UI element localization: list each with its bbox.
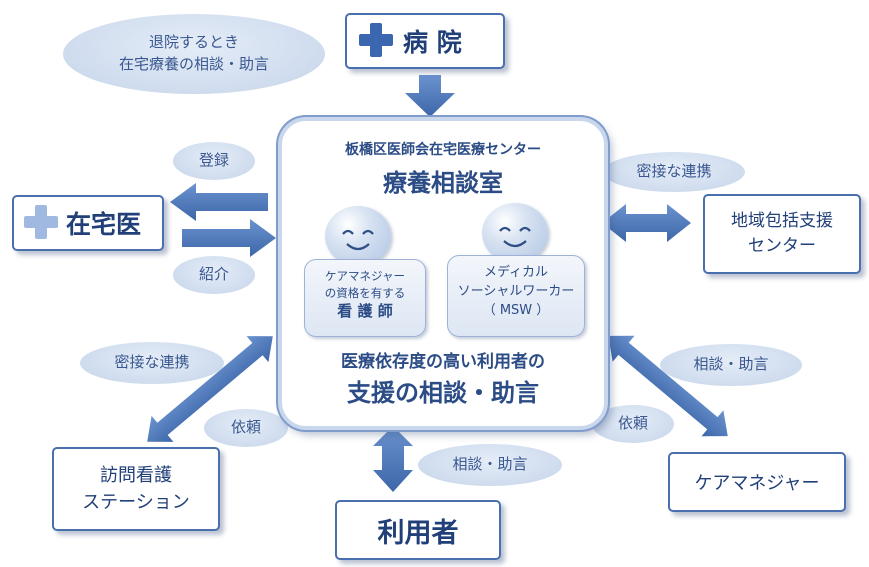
- riyousha-box: 利用者: [335, 500, 501, 560]
- mitsusetsu-right-label: 密接な連携: [636, 162, 712, 181]
- discharge-oval: 退院するとき 在宅療養の相談・助言: [63, 14, 325, 94]
- mitsusetsu-left-oval: 密接な連携: [80, 342, 224, 384]
- mitsusetsu-left-label: 密接な連携: [114, 353, 190, 372]
- zaitakui-label: 在宅医: [66, 210, 142, 239]
- hospital-box: 病 院: [345, 13, 505, 69]
- touroku-label: 登録: [198, 151, 229, 170]
- riyousha-label: 利用者: [377, 517, 459, 549]
- center-name: 療養相談室: [383, 169, 503, 197]
- center-tagline2: 支援の相談・助言: [347, 379, 539, 407]
- nurse-card-line2: の資格を有する: [324, 285, 406, 300]
- shoukai-arrow: [182, 219, 276, 257]
- soudan-bottom-oval: 相談・助言: [418, 444, 562, 486]
- houmon-box: 訪問看護 ステーション: [52, 447, 220, 531]
- chiiki-line2: センター: [748, 236, 816, 256]
- chiiki-box: 地域包括支援 センター: [703, 194, 861, 274]
- caremanager-label: ケアマネジャー: [694, 473, 820, 494]
- irai-right-label: 依頼: [617, 414, 648, 433]
- irai-left-oval: 依頼: [204, 409, 288, 447]
- mitsusetsu-right-oval: 密接な連携: [603, 152, 745, 192]
- chiiki-line1: 地域包括支援: [731, 210, 833, 231]
- msw-card-line2: ソーシャルワーカー: [457, 283, 575, 299]
- houmon-line1: 訪問看護: [100, 465, 172, 486]
- irai-left-label: 依頼: [230, 418, 261, 437]
- caremanager-box: ケアマネジャー: [668, 452, 846, 512]
- riyousha-arrow: [373, 426, 413, 492]
- msw-card-line1: メディカル: [483, 265, 549, 280]
- nurse-face-icon: [325, 206, 391, 266]
- nurse-card-line3: 看 護 師: [337, 302, 393, 321]
- soudan-right-oval: 相談・助言: [660, 344, 802, 386]
- houmon-arrow: [147, 336, 273, 442]
- soudan-bottom-label: 相談・助言: [452, 455, 528, 474]
- cross-icon: [24, 205, 58, 239]
- center-org: 板橋区医師会在宅医療センター: [345, 142, 541, 158]
- zaitakui-box: 在宅医: [12, 195, 164, 251]
- msw-face-icon: [482, 203, 548, 263]
- chiiki-arrow: [602, 204, 691, 242]
- shoukai-oval: 紹介: [173, 256, 255, 294]
- nurse-card-line1: ケアマネジャー: [325, 269, 405, 283]
- discharge-line2: 在宅療養の相談・助言: [118, 55, 269, 73]
- nurse-card: ケアマネジャー の資格を有する 看 護 師: [304, 259, 426, 337]
- discharge-line1: 退院するとき: [148, 33, 239, 52]
- houmon-line2: ステーション: [82, 492, 190, 513]
- shoukai-label: 紹介: [198, 265, 229, 284]
- soudan-right-label: 相談・助言: [693, 355, 769, 374]
- touroku-oval: 登録: [173, 142, 255, 180]
- hospital-label: 病 院: [403, 28, 462, 57]
- touroku-arrow: [170, 183, 268, 221]
- hospital-arrow: [405, 75, 455, 117]
- center-panel: 板橋区医師会在宅医療センター 療養相談室 ケアマネジャー の資格を有する 看 護…: [278, 117, 608, 430]
- center-tagline1: 医療依存度の高い利用者の: [341, 352, 545, 372]
- msw-card: メディカル ソーシャルワーカー （ MSW ）: [447, 255, 585, 337]
- caremanager-arrow: [608, 335, 728, 437]
- msw-card-line3: （ MSW ）: [482, 302, 550, 318]
- cross-icon: [359, 23, 393, 57]
